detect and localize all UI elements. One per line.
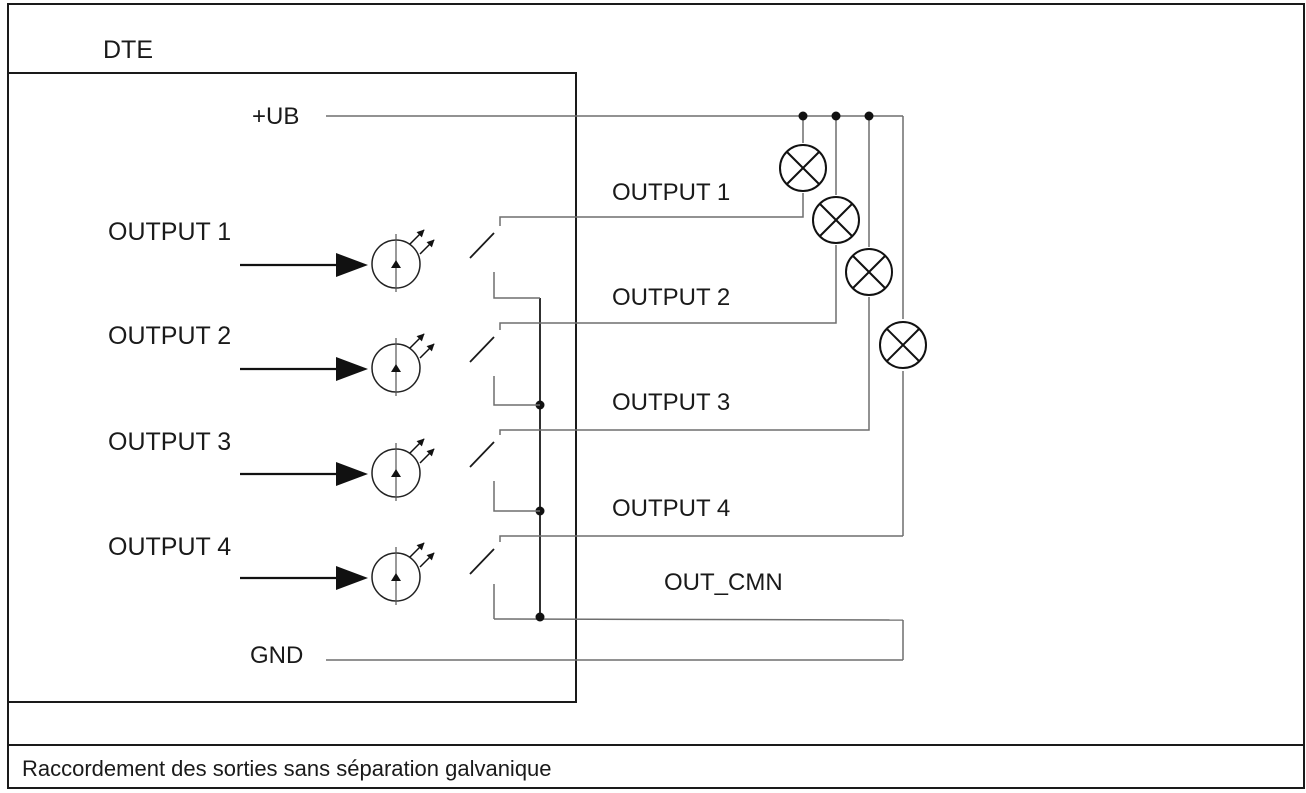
input-label-4: OUTPUT 4 [108, 533, 231, 561]
input-channel-3: OUTPUT 3 [108, 297, 870, 512]
switch-1-blade [469, 232, 495, 259]
optocoupler-1-emission-b [419, 239, 435, 255]
optocoupler-1-diode [391, 260, 401, 268]
bus-junction-3 [535, 612, 545, 622]
input-arrowhead-1 [336, 253, 368, 277]
output-label-2: OUTPUT 2 [612, 284, 730, 311]
optocoupler-2-emission-a [409, 333, 425, 349]
common-label: OUT_CMN [664, 569, 783, 596]
input-label-1: OUTPUT 1 [108, 218, 231, 246]
optocoupler-2-diode [391, 364, 401, 372]
output-wire-2 [499, 245, 837, 330]
optocoupler-4-emission-b [419, 552, 435, 568]
switch-1-common [493, 272, 540, 299]
input-label-3: OUTPUT 3 [108, 428, 231, 456]
outer-frame [7, 3, 1305, 789]
optocoupler-4-diode [391, 573, 401, 581]
switch-2-common [493, 376, 540, 406]
optocoupler-3-emission-a [409, 438, 425, 454]
optocoupler-3-diode [391, 469, 401, 477]
input-channel-4: OUTPUT 4 [108, 533, 903, 619]
output-wire-3 [499, 297, 870, 435]
switch-2-blade [469, 336, 495, 363]
output-label-4: OUTPUT 4 [612, 495, 730, 522]
output-wire-1 [499, 193, 804, 226]
optocoupler-2-emission-b [419, 343, 435, 359]
lamp-4 [879, 321, 927, 369]
supply-junction-1 [798, 111, 808, 121]
dte-box [8, 72, 577, 703]
switch-4-blade [469, 548, 495, 575]
input-arrowhead-3 [336, 462, 368, 486]
lamp-1 [779, 144, 827, 192]
input-arrowhead-4 [336, 566, 368, 590]
supply-label: +UB [252, 103, 299, 130]
ground-label: GND [250, 642, 303, 669]
optocoupler-4-emission-a [409, 542, 425, 558]
output-label-1: OUTPUT 1 [612, 179, 730, 206]
supply-junction-3 [864, 111, 874, 121]
output-label-3: OUTPUT 3 [612, 389, 730, 416]
switch-3-blade [469, 441, 495, 468]
optocoupler-1-emission-a [409, 229, 425, 245]
dte-title: DTE [103, 36, 153, 64]
lamp-3 [845, 248, 893, 296]
input-label-2: OUTPUT 2 [108, 322, 231, 350]
output-wire-4 [499, 535, 903, 542]
input-channel-1: OUTPUT 1 [108, 193, 804, 299]
common-out-wire [493, 618, 904, 621]
switch-3-common [493, 481, 540, 512]
optocoupler-3-emission-b [419, 448, 435, 464]
input-arrowhead-2 [336, 357, 368, 381]
diagram-caption: Raccordement des sorties sans séparation… [22, 756, 552, 781]
input-channel-2: OUTPUT 2 [108, 245, 837, 406]
lamp-2 [812, 196, 860, 244]
supply-junction-2 [831, 111, 841, 121]
